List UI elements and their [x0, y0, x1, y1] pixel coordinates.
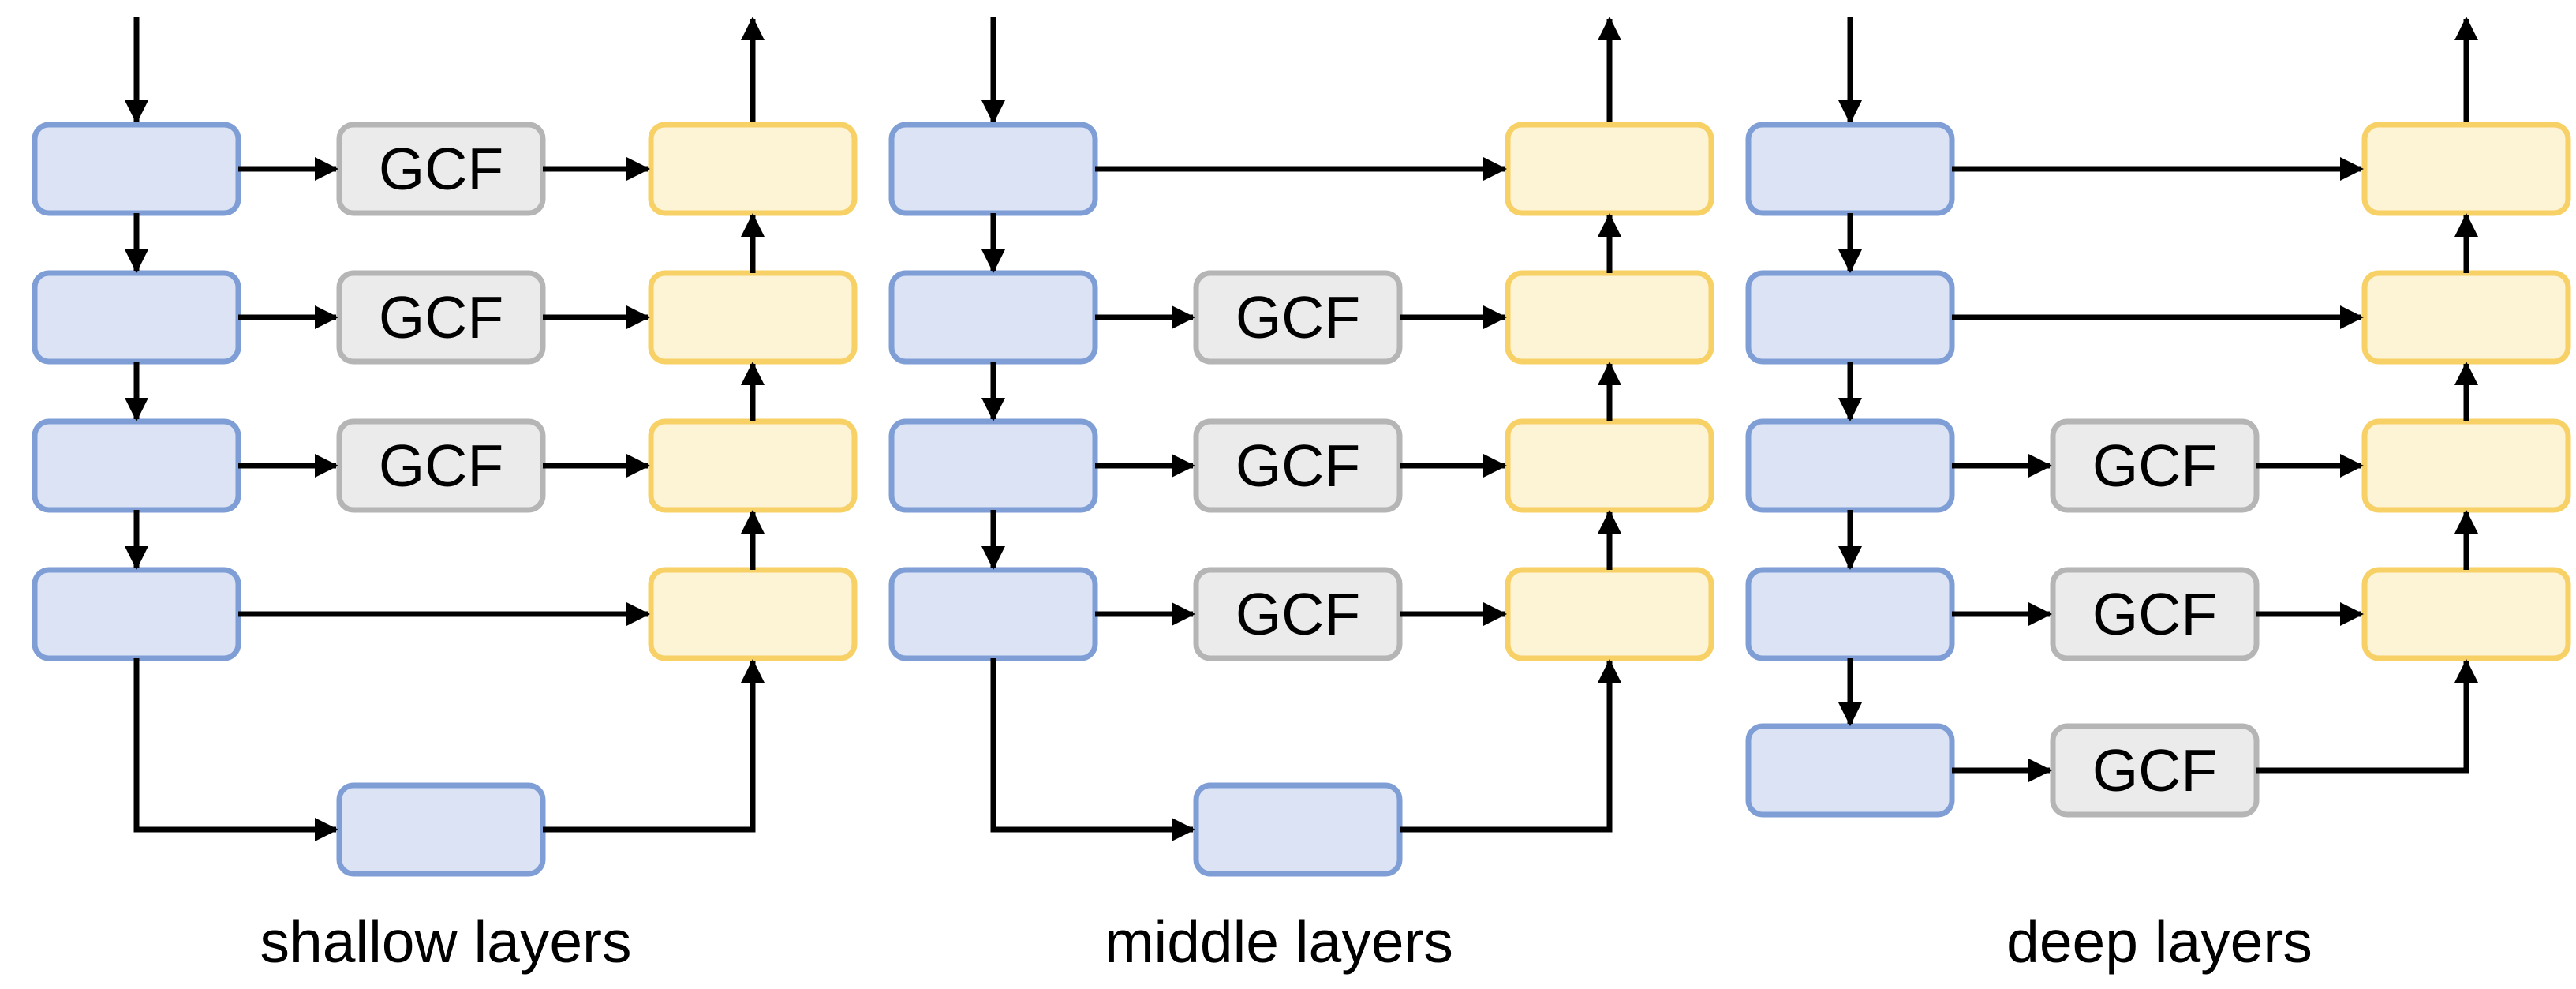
diagram-middle: GCF GCF GCF middle layers	[888, 17, 1714, 975]
gcf-box-label: GCF	[2092, 737, 2217, 804]
encoder-box	[32, 418, 241, 513]
decoder-box	[1505, 567, 1714, 661]
gcf-box-label: GCF	[1236, 284, 1360, 350]
encoder-to-bottleneck-arrow	[133, 658, 338, 841]
bottleneck-to-decoder-arrow	[1400, 659, 1621, 833]
gcf-box-label: GCF	[379, 136, 503, 202]
decoder-box	[2361, 270, 2571, 365]
gcf-box-label: GCF	[1236, 433, 1360, 499]
encoder-box	[1745, 418, 1955, 513]
diagram-caption: deep layers	[2006, 908, 2312, 975]
encoder-to-bottleneck-arrow	[990, 658, 1195, 841]
decoder-box	[648, 418, 858, 513]
gcf-box-label: GCF	[1236, 581, 1360, 647]
diagram-caption: middle layers	[1105, 908, 1453, 975]
diagram-shallow: GCF GCF GCF shallow layers	[32, 17, 858, 975]
bottleneck-box	[1193, 782, 1403, 877]
encoder-box	[1745, 122, 1955, 216]
gcf-box-label: GCF	[2092, 433, 2217, 499]
encoder-box	[888, 122, 1098, 216]
encoder-box	[888, 567, 1098, 661]
decoder-box	[2361, 567, 2571, 661]
encoder-box	[888, 418, 1098, 513]
bottleneck-to-decoder-arrow	[543, 659, 765, 833]
bottleneck-box	[336, 782, 546, 877]
decoder-box	[1505, 270, 1714, 365]
decoder-box	[648, 270, 858, 365]
encoder-box	[32, 567, 241, 661]
decoder-box	[1505, 418, 1714, 513]
decoder-box	[2361, 418, 2571, 513]
encoder-box	[1745, 723, 1955, 818]
decoder-box	[648, 567, 858, 661]
encoder-box	[32, 270, 241, 365]
encoder-box	[1745, 270, 1955, 365]
gcf-box-label: GCF	[2092, 581, 2217, 647]
gcf-up-to-decoder-arrow	[2256, 659, 2478, 774]
decoder-box	[648, 122, 858, 216]
diagram-caption: shallow layers	[260, 908, 631, 975]
encoder-box	[1745, 567, 1955, 661]
encoder-box	[32, 122, 241, 216]
decoder-box	[2361, 122, 2571, 216]
gcf-box-label: GCF	[379, 433, 503, 499]
decoder-box	[1505, 122, 1714, 216]
encoder-box	[888, 270, 1098, 365]
diagram-deep: GCF GCF GCF deep layers	[1745, 17, 2571, 975]
gcf-box-label: GCF	[379, 284, 503, 350]
